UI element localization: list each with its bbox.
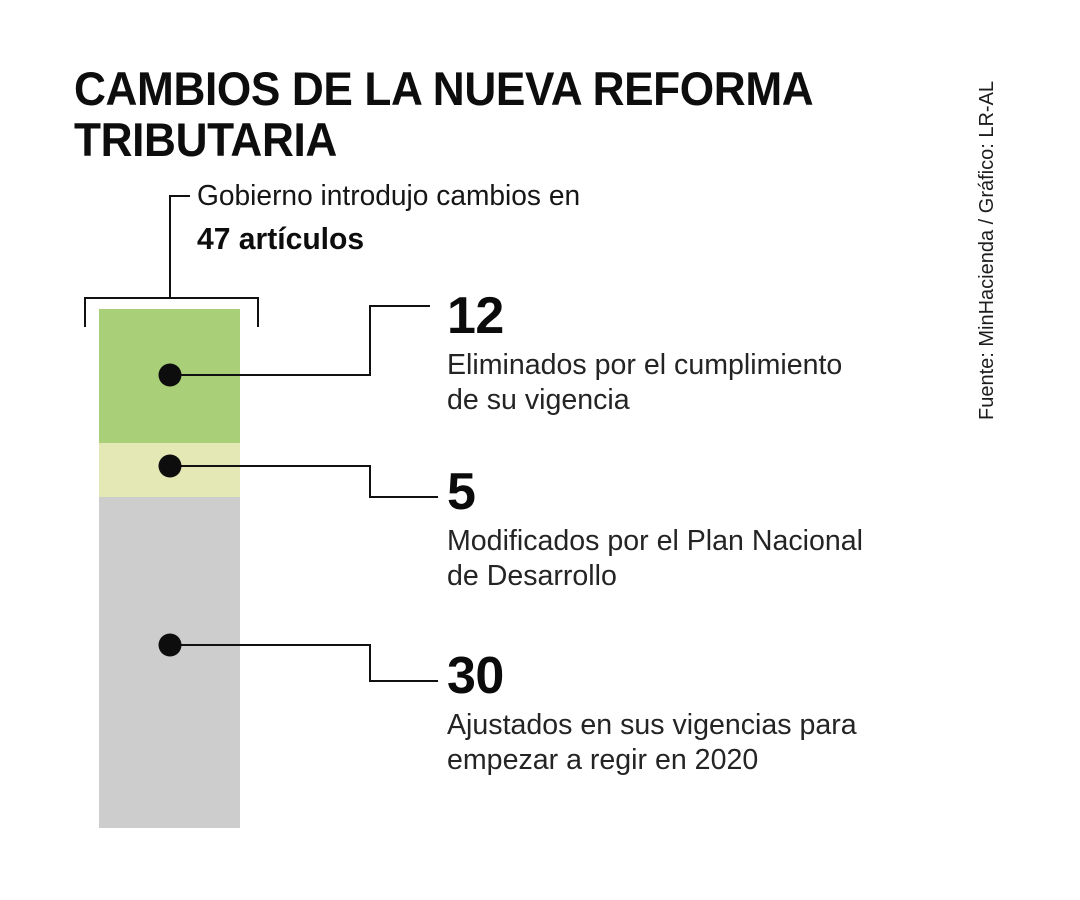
kicker-lead-text: Gobierno introdujo cambios en	[197, 180, 581, 212]
callout-eliminados: 12 Eliminados por el cumplimiento de su …	[447, 290, 967, 418]
kicker-total-articles: 47 artículos	[197, 221, 365, 256]
callout-value-ajustados: 30	[447, 647, 504, 705]
callout-description-modificados: Modificados por el Plan Nacional de Desa…	[447, 525, 864, 592]
callout-ajustados: 30 Ajustados en sus vigencias para empez…	[447, 650, 967, 778]
bar-segment-eliminados	[99, 309, 240, 443]
total-bracket-stem	[168, 194, 190, 298]
bar-segment-modificados	[99, 443, 240, 497]
callout-modificados: 5 Modificados por el Plan Nacional de De…	[447, 466, 967, 594]
callout-value-eliminados: 12	[447, 287, 504, 345]
callout-value-modificados: 5	[447, 463, 476, 521]
page-title: CAMBIOS DE LA NUEVA REFORMA TRIBUTARIA	[74, 62, 814, 166]
bar-segment-ajustados	[99, 497, 240, 828]
callout-description-eliminados: Eliminados por el cumplimiento de su vig…	[447, 349, 843, 416]
callout-description-ajustados: Ajustados en sus vigencias para empezar …	[447, 709, 857, 776]
source-credit: Fuente: MinHacienda / Gráfico: LR-AL	[976, 80, 998, 420]
